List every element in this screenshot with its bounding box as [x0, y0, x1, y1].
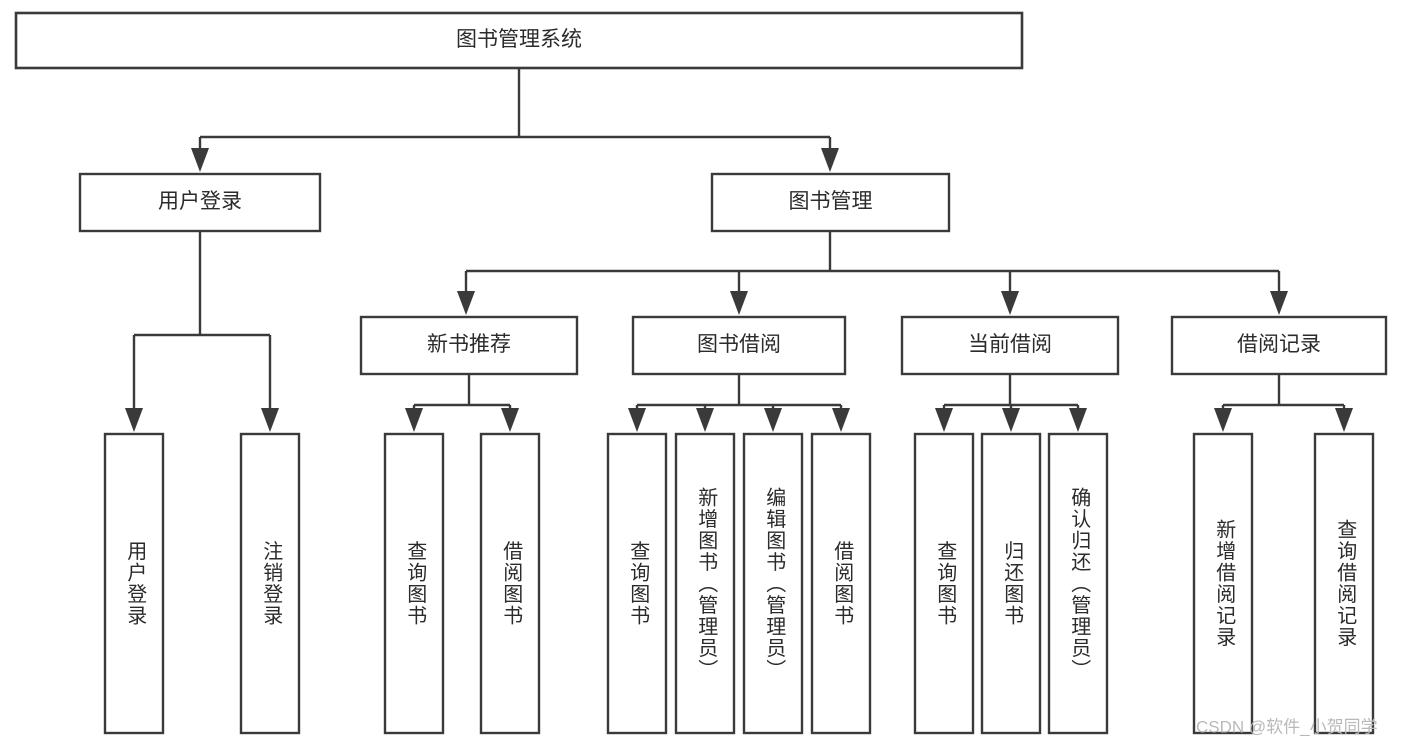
node-leaf-cur-query[interactable]: 查询图书: [913, 432, 975, 735]
node-box-leaf-rec-borrow[interactable]: [479, 432, 541, 735]
node-label-leaf-rec-query: 查询图书: [404, 540, 427, 626]
node-label-borrow-records: 借阅记录: [1237, 333, 1321, 356]
node-label-book-manage: 图书管理: [789, 190, 873, 213]
node-leaf-user-login[interactable]: 用户登录: [103, 432, 165, 735]
root-connector-arrow-1: [821, 148, 839, 172]
node-label-user-login: 用户登录: [158, 190, 242, 213]
node-box-leaf-cur-query[interactable]: [913, 432, 975, 735]
node-box-leaf-rec-add[interactable]: [1192, 432, 1254, 735]
node-label-root: 图书管理系统: [456, 28, 582, 51]
node-new-book-rec[interactable]: 新书推荐: [359, 315, 579, 376]
group-current-borrow-connector-arrow-1: [1002, 408, 1020, 432]
node-label-leaf-borrow-lend: 借阅图书: [831, 540, 854, 626]
node-box-book-manage[interactable]: [710, 172, 951, 233]
node-book-borrow[interactable]: 图书借阅: [631, 315, 847, 376]
group-current-borrow-connector-arrow-0: [935, 408, 953, 432]
node-label-leaf-borrow-add: 新增图书（管理员）: [695, 486, 718, 680]
node-box-leaf-user-logout[interactable]: [239, 432, 301, 735]
node-label-leaf-rec-add: 新增借阅记录: [1213, 519, 1236, 648]
node-label-leaf-cur-return: 归还图书: [1001, 540, 1024, 626]
node-label-leaf-rec-query2: 查询借阅记录: [1334, 519, 1357, 648]
group-borrow-records-connector-arrow-1: [1335, 408, 1353, 432]
group-book-borrow-connector-arrow-3: [832, 408, 850, 432]
node-label-book-borrow: 图书借阅: [697, 333, 781, 356]
node-box-root[interactable]: [14, 11, 1024, 70]
group-borrow-records-connector-arrow-0: [1214, 408, 1232, 432]
node-label-leaf-user-logout: 注销登录: [260, 540, 283, 626]
node-leaf-rec-query2[interactable]: 查询借阅记录: [1313, 432, 1375, 735]
node-label-leaf-cur-query: 查询图书: [934, 540, 957, 626]
node-box-leaf-cur-confirm[interactable]: [1047, 432, 1109, 735]
book-manage-connector-arrow-2: [1001, 291, 1019, 315]
csdn-watermark: CSDN @软件_小贺同学: [1196, 717, 1378, 736]
user-login-connector-arrow-1: [261, 408, 279, 432]
node-leaf-borrow-query[interactable]: 查询图书: [606, 432, 668, 735]
node-label-current-borrow: 当前借阅: [968, 333, 1052, 356]
node-box-leaf-rec-query[interactable]: [383, 432, 445, 735]
node-leaf-user-logout[interactable]: 注销登录: [239, 432, 301, 735]
node-box-borrow-records[interactable]: [1170, 315, 1388, 376]
node-box-leaf-user-login[interactable]: [103, 432, 165, 735]
node-box-leaf-borrow-query[interactable]: [606, 432, 668, 735]
group-book-borrow-connector-arrow-0: [628, 408, 646, 432]
node-box-leaf-rec-query2[interactable]: [1313, 432, 1375, 735]
group-current-borrow-connector-arrow-2: [1069, 408, 1087, 432]
node-borrow-records[interactable]: 借阅记录: [1170, 315, 1388, 376]
node-current-borrow[interactable]: 当前借阅: [900, 315, 1120, 376]
node-box-user-login[interactable]: [78, 172, 322, 233]
node-box-current-borrow[interactable]: [900, 315, 1120, 376]
node-label-new-book-rec: 新书推荐: [427, 333, 511, 356]
node-leaf-rec-query[interactable]: 查询图书: [383, 432, 445, 735]
node-box-leaf-borrow-edit[interactable]: [742, 432, 804, 735]
node-label-leaf-borrow-edit: 编辑图书（管理员）: [763, 486, 786, 680]
node-layer: 图书管理系统用户登录图书管理新书推荐图书借阅当前借阅借阅记录用户登录注销登录查询…: [14, 11, 1388, 735]
node-leaf-borrow-lend[interactable]: 借阅图书: [810, 432, 872, 735]
node-user-login[interactable]: 用户登录: [78, 172, 322, 233]
node-box-book-borrow[interactable]: [631, 315, 847, 376]
book-manage-connector-arrow-3: [1270, 291, 1288, 315]
user-login-connector-arrow-0: [125, 408, 143, 432]
node-leaf-cur-return[interactable]: 归还图书: [980, 432, 1042, 735]
node-box-leaf-borrow-lend[interactable]: [810, 432, 872, 735]
book-manage-connector-arrow-1: [730, 291, 748, 315]
connector-layer: [125, 68, 1353, 432]
node-label-leaf-cur-confirm: 确认归还（管理员）: [1068, 486, 1091, 680]
node-leaf-rec-add[interactable]: 新增借阅记录: [1192, 432, 1254, 735]
node-box-leaf-cur-return[interactable]: [980, 432, 1042, 735]
node-leaf-rec-borrow[interactable]: 借阅图书: [479, 432, 541, 735]
node-root[interactable]: 图书管理系统: [14, 11, 1024, 70]
node-book-manage[interactable]: 图书管理: [710, 172, 951, 233]
node-leaf-cur-confirm[interactable]: 确认归还（管理员）: [1047, 432, 1109, 735]
node-leaf-borrow-edit[interactable]: 编辑图书（管理员）: [742, 432, 804, 735]
node-label-leaf-rec-borrow: 借阅图书: [500, 540, 523, 626]
book-manage-connector-arrow-0: [457, 291, 475, 315]
root-connector-arrow-0: [191, 148, 209, 172]
group-new-book-rec-connector-arrow-0: [405, 408, 423, 432]
node-box-new-book-rec[interactable]: [359, 315, 579, 376]
group-book-borrow-connector-arrow-1: [696, 408, 714, 432]
node-label-leaf-user-login: 用户登录: [124, 541, 147, 627]
group-book-borrow-connector-arrow-2: [764, 408, 782, 432]
node-box-leaf-borrow-add[interactable]: [674, 432, 736, 735]
node-label-leaf-borrow-query: 查询图书: [627, 540, 650, 626]
node-leaf-borrow-add[interactable]: 新增图书（管理员）: [674, 432, 736, 735]
group-new-book-rec-connector-arrow-1: [501, 408, 519, 432]
